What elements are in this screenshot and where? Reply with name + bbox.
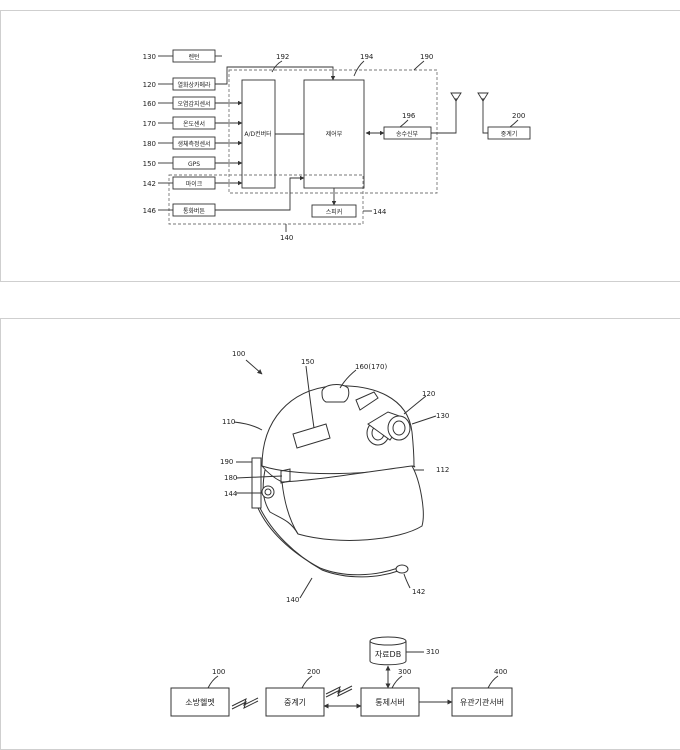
system-text: 소방헬멧 중계기 통제서버 유관기관서버 자료DB 100 200 300 31…: [185, 648, 507, 707]
agency-server-label: 유관기관서버: [460, 697, 504, 707]
ref-190-helmet: 190: [220, 458, 233, 466]
bio-sensor-label: 생체측정센서: [177, 140, 210, 148]
mic-label: 마이크: [186, 180, 203, 188]
ref-144-helmet: 144: [224, 490, 238, 498]
speaker-label: 스피커: [326, 208, 343, 216]
adc-label: A/D컨버터: [244, 130, 271, 138]
database-icon: [369, 641, 407, 666]
ref-170: 170: [143, 120, 156, 128]
transceiver-label: 송수신부: [396, 130, 419, 138]
mic-cable: [257, 507, 399, 576]
ref-150-helmet: 150: [301, 358, 314, 366]
helmet-electronics-group: [228, 69, 438, 194]
ref-130: 130: [143, 53, 156, 61]
ref-400-system: 400: [494, 668, 507, 676]
ref-130-helmet: 130: [436, 412, 449, 420]
ref-110: 110: [222, 418, 235, 426]
control-server-label: 통제서버: [375, 697, 404, 707]
side-module: [251, 457, 262, 509]
call-button-label: 통화버튼: [183, 207, 206, 215]
ref-190: 190: [420, 53, 433, 61]
ref-120: 120: [143, 81, 156, 89]
fire-helmet-label: 소방헬멧: [185, 697, 214, 707]
ref-100-helmet: 100: [232, 350, 245, 358]
ref-194: 194: [360, 53, 374, 61]
smoke-sensor-label: 오염감지센서: [177, 100, 210, 108]
repeater-system-box: [265, 687, 325, 717]
ref-300-system: 300: [398, 668, 411, 676]
ref-160: 160: [143, 100, 156, 108]
block-diagram-panel: [0, 10, 680, 282]
ref-146: 146: [143, 207, 157, 215]
fire-helmet-box: [170, 687, 230, 717]
ref-160-170: 160(170): [355, 363, 387, 371]
ref-180: 180: [143, 140, 156, 148]
temp-sensor-label: 온도센서: [183, 120, 205, 128]
repeater-system-label: 중계기: [284, 697, 306, 707]
agency-server-box: [451, 687, 513, 717]
ref-112: 112: [436, 466, 449, 474]
block-diagram: [158, 49, 531, 232]
ref-200: 200: [512, 112, 525, 120]
database-label: 자료DB: [375, 650, 401, 659]
helmet-drawing: [233, 359, 437, 599]
ref-180-helmet: 180: [224, 474, 237, 482]
flash-label: 렌턴: [188, 53, 199, 61]
lantern-icon: [387, 415, 411, 441]
gps-label: GPS: [188, 161, 200, 168]
block-diagram-text: 130 120 160 170 180 150 142 146 렌턴 열화상카메…: [143, 53, 526, 242]
ref-192: 192: [276, 53, 289, 61]
helmet-visor: [281, 465, 424, 541]
ref-140: 140: [280, 234, 293, 242]
ref-100-system: 100: [212, 668, 225, 676]
top-knob-icon: [321, 384, 350, 403]
system-diagram: [170, 636, 513, 717]
ref-196: 196: [402, 112, 416, 120]
ref-200-system: 200: [307, 668, 320, 676]
ref-140-helmet: 140: [286, 596, 299, 604]
speaker-group: [168, 174, 364, 225]
speaker-icon: [261, 485, 275, 499]
ref-144: 144: [373, 208, 387, 216]
ref-120-helmet: 120: [422, 390, 435, 398]
ref-142-helmet: 142: [412, 588, 425, 596]
gps-plate: [292, 423, 331, 449]
mic-icon: [395, 564, 409, 574]
ref-142: 142: [143, 180, 156, 188]
ref-310-system: 310: [426, 648, 439, 656]
helmet-ref-text: 100 150 160(170) 120 130 110 112 190 180…: [220, 350, 449, 604]
helmet-shell: [261, 385, 415, 475]
camera-label: 열화상카메라: [177, 81, 211, 89]
control-label: 제어부: [326, 130, 343, 138]
ref-150: 150: [143, 160, 156, 168]
repeater-label: 중계기: [501, 130, 518, 138]
